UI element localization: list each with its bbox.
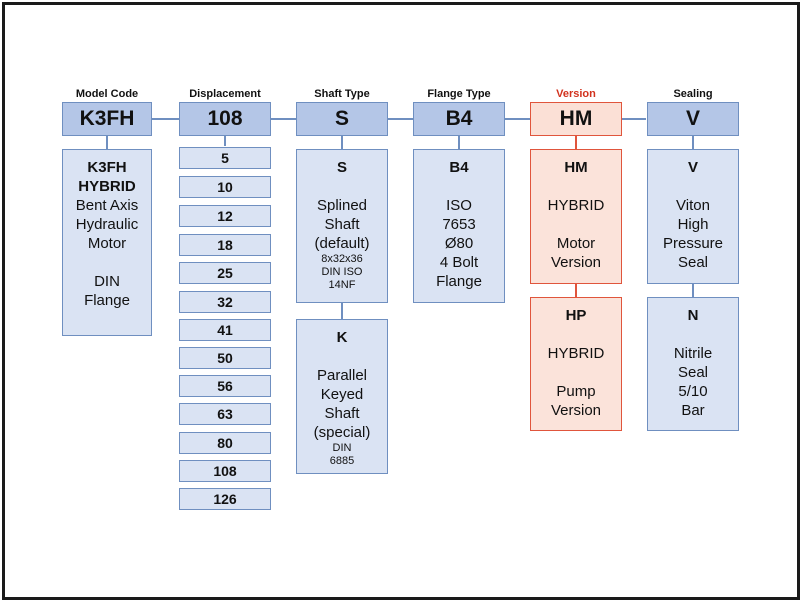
flange-line: 4 Bolt	[439, 254, 479, 271]
header-label-model-code: Model Code	[75, 88, 139, 100]
displacement-option: 108	[179, 460, 271, 482]
model-desc-line: Bent Axis	[75, 197, 139, 214]
connector-model	[106, 136, 108, 149]
shaft-line: (special)	[313, 424, 371, 441]
displacement-option: 56	[179, 375, 271, 397]
model-title: K3FH	[87, 159, 127, 176]
version-line	[531, 215, 621, 234]
sealing-line: Nitrile	[673, 345, 713, 362]
sealing-code: V	[687, 159, 698, 176]
header-box-shaft-type: S	[296, 102, 388, 136]
shaft-spec: 8x32x36	[321, 253, 363, 265]
model-desc-line: DIN	[94, 273, 120, 290]
sealing-line: High	[677, 216, 709, 233]
connector-sealing	[692, 136, 694, 149]
shaft-line: Parallel	[316, 367, 368, 384]
shaft-line: Splined	[316, 197, 368, 214]
spacer	[297, 347, 387, 366]
flange-line: ISO	[446, 197, 472, 214]
header-box-sealing: V	[647, 102, 739, 136]
displacement-option: 25	[179, 262, 271, 284]
flange-line: 7653	[442, 216, 476, 233]
shaft-line: (default)	[314, 235, 370, 252]
version-card-hp: HP HYBRID Pump Version	[530, 297, 622, 431]
displacement-option: 10	[179, 176, 271, 198]
sealing-line: Seal	[677, 364, 709, 381]
version-line: Version	[550, 254, 602, 271]
spacer	[648, 325, 738, 344]
version-line: Pump	[556, 383, 596, 400]
header-box-flange-type: B4	[413, 102, 505, 136]
spacer	[531, 325, 621, 344]
shaft-code: K	[336, 329, 348, 346]
header-connector	[152, 118, 646, 120]
flange-line: Ø80	[444, 235, 474, 252]
shaft-line: Shaft	[324, 216, 360, 233]
connector-shaft-k	[341, 303, 343, 319]
header-label-version: Version	[556, 88, 596, 100]
sealing-line: 5/10	[678, 383, 708, 400]
flange-line: Flange	[436, 273, 482, 290]
version-line: Version	[550, 402, 602, 419]
displacement-option: 32	[179, 291, 271, 313]
sealing-line: Viton	[676, 197, 710, 214]
displacement-option: 18	[179, 234, 271, 256]
connector-sealing-n	[692, 284, 694, 297]
header-box-version: HM	[530, 102, 622, 136]
connector-version	[575, 136, 577, 149]
connector-shaft	[341, 136, 343, 149]
shaft-card-k: K Parallel Keyed Shaft (special) DIN 688…	[296, 319, 388, 474]
header-box-model-code: K3FH	[62, 102, 152, 136]
version-line: HYBRID	[547, 345, 605, 362]
model-desc-line	[63, 253, 151, 272]
displacement-option: 41	[179, 319, 271, 341]
sealing-code: N	[687, 307, 699, 324]
shaft-spec: DIN	[332, 442, 352, 454]
shaft-line: Shaft	[324, 405, 360, 422]
sealing-line: Bar	[681, 402, 705, 419]
shaft-spec: 6885	[329, 455, 355, 467]
shaft-code: S	[336, 159, 347, 176]
model-subtitle: HYBRID	[78, 178, 136, 195]
displacement-option: 126	[179, 488, 271, 510]
sealing-line: Seal	[677, 254, 709, 271]
spacer	[297, 177, 387, 196]
header-label-flange-type: Flange Type	[427, 88, 491, 100]
version-card-hm: HM HYBRID Motor Version	[530, 149, 622, 284]
header-box-displacement: 108	[179, 102, 271, 136]
displacement-option: 5	[179, 147, 271, 169]
flange-card: B4 ISO 7653 Ø80 4 Bolt Flange	[413, 149, 505, 303]
version-line	[531, 363, 621, 382]
model-card: K3FH HYBRID Bent Axis Hydraulic Motor DI…	[62, 149, 152, 336]
version-code: HP	[565, 307, 587, 324]
version-line: HYBRID	[547, 197, 605, 214]
spacer	[531, 177, 621, 196]
sealing-card-v: V Viton High Pressure Seal	[647, 149, 739, 284]
model-desc-line: Hydraulic	[75, 216, 139, 233]
shaft-spec: DIN ISO	[321, 266, 363, 278]
header-label-displacement: Displacement	[189, 88, 261, 100]
shaft-card-s: S Splined Shaft (default) 8x32x36 DIN IS…	[296, 149, 388, 303]
shaft-line: Keyed	[320, 386, 364, 403]
displacement-option: 80	[179, 432, 271, 454]
sealing-line: Pressure	[662, 235, 724, 252]
displacement-option: 50	[179, 347, 271, 369]
displacement-option: 12	[179, 205, 271, 227]
model-desc-line: Flange	[84, 292, 130, 309]
displacement-option: 63	[179, 403, 271, 425]
shaft-spec: 14NF	[328, 279, 356, 291]
version-line: Motor	[556, 235, 596, 252]
connector-flange	[458, 136, 460, 149]
connector-displacement	[224, 136, 226, 146]
spacer	[648, 177, 738, 196]
spacer	[414, 177, 504, 196]
sealing-card-n: N Nitrile Seal 5/10 Bar	[647, 297, 739, 431]
flange-code: B4	[449, 159, 469, 176]
version-code: HM	[564, 159, 588, 176]
connector-version-hp	[575, 284, 577, 297]
header-label-shaft-type: Shaft Type	[314, 88, 370, 100]
header-label-sealing: Sealing	[673, 88, 713, 100]
model-desc-line: Motor	[87, 235, 127, 252]
